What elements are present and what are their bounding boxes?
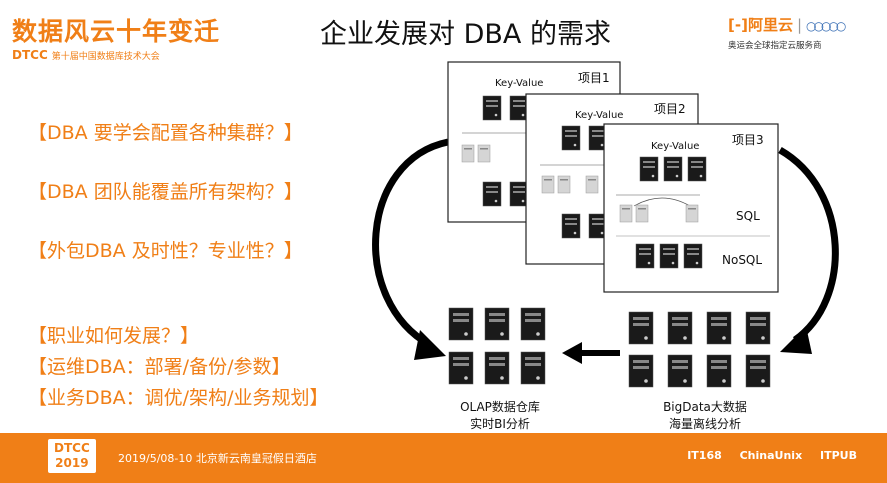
- bigdata-server-cluster: [628, 311, 771, 388]
- arrow-head-left: [414, 330, 446, 360]
- bullet-ops-dba: 【运维DBA：部署/备份/参数】: [28, 356, 291, 378]
- card1-kv-label: Key-Value: [495, 78, 543, 89]
- project-card-3: Key-Value 项目3 SQL NoSQL: [603, 123, 779, 293]
- sponsor-brand: 阿里云: [747, 16, 793, 34]
- logo-subtitle-text: 第十届中国数据库技术大会: [51, 52, 160, 62]
- partner-it168: IT168: [687, 449, 722, 462]
- footer-dtcc-text: DTCC: [54, 441, 90, 455]
- olympic-rings-icon: ○○○○○: [806, 19, 846, 33]
- architecture-diagram: Key-Value 项目1 Key-Value 项目2 Key-Value 项目…: [372, 61, 839, 388]
- arrow-head-right: [780, 326, 812, 354]
- logo-title-text: 数据风云十年变迁: [12, 17, 221, 46]
- olap-caption-line2: 实时BI分析: [470, 417, 530, 431]
- olap-server-cluster: [448, 307, 546, 385]
- footer-partners: IT168 ChinaUnix ITPUB: [673, 449, 857, 462]
- aliyun-icon: [-]: [728, 16, 748, 34]
- straight-arrow-head: [562, 342, 582, 364]
- question-outsourcing: 【外包DBA 及时性？专业性？】: [28, 240, 303, 262]
- card2-project-label: 项目2: [654, 102, 686, 116]
- sponsor-tagline: 奥运会全球指定云服务商: [728, 41, 822, 51]
- question-cluster: 【DBA 要学会配置各种集群？】: [28, 122, 303, 144]
- sponsor-logo: [-]阿里云|○○○○○ 奥运会全球指定云服务商: [728, 14, 878, 54]
- card2-kv-label: Key-Value: [575, 110, 623, 121]
- card3-nosql-label: NoSQL: [722, 253, 762, 267]
- footer-event-info: 2019/5/08-10 北京新云南皇冠假日酒店: [118, 452, 317, 465]
- footer-bar: DTCC 2019 2019/5/08-10 北京新云南皇冠假日酒店 IT168…: [0, 433, 887, 483]
- bullet-career: 【职业如何发展？】: [28, 325, 200, 347]
- card3-project-label: 项目3: [732, 133, 764, 147]
- card3-kv-label: Key-Value: [651, 141, 699, 152]
- card3-sql-label: SQL: [736, 209, 760, 223]
- partner-chinaunix: ChinaUnix: [739, 449, 803, 462]
- bullet-biz-dba: 【业务DBA：调优/架构/业务规划】: [28, 387, 329, 409]
- question-coverage: 【DBA 团队能覆盖所有架构？】: [28, 181, 303, 203]
- olap-caption: OLAP数据仓库 实时BI分析: [435, 398, 565, 432]
- partner-itpub: ITPUB: [820, 449, 857, 462]
- footer-year: 2019: [55, 456, 89, 470]
- logo-brand: DTCC: [12, 48, 48, 62]
- olap-caption-line1: OLAP数据仓库: [460, 400, 540, 414]
- curved-arrow-left: [372, 138, 449, 349]
- card1-project-label: 项目1: [578, 71, 610, 85]
- bigdata-caption-line2: 海量离线分析: [668, 417, 741, 431]
- page-title: 企业发展对 DBA 的需求: [320, 19, 611, 50]
- curved-arrow-right: [778, 146, 839, 343]
- bigdata-caption-line1: BigData大数据: [663, 400, 747, 414]
- bigdata-caption: BigData大数据 海量离线分析: [635, 398, 775, 432]
- footer-dtcc-badge: DTCC 2019: [48, 439, 96, 473]
